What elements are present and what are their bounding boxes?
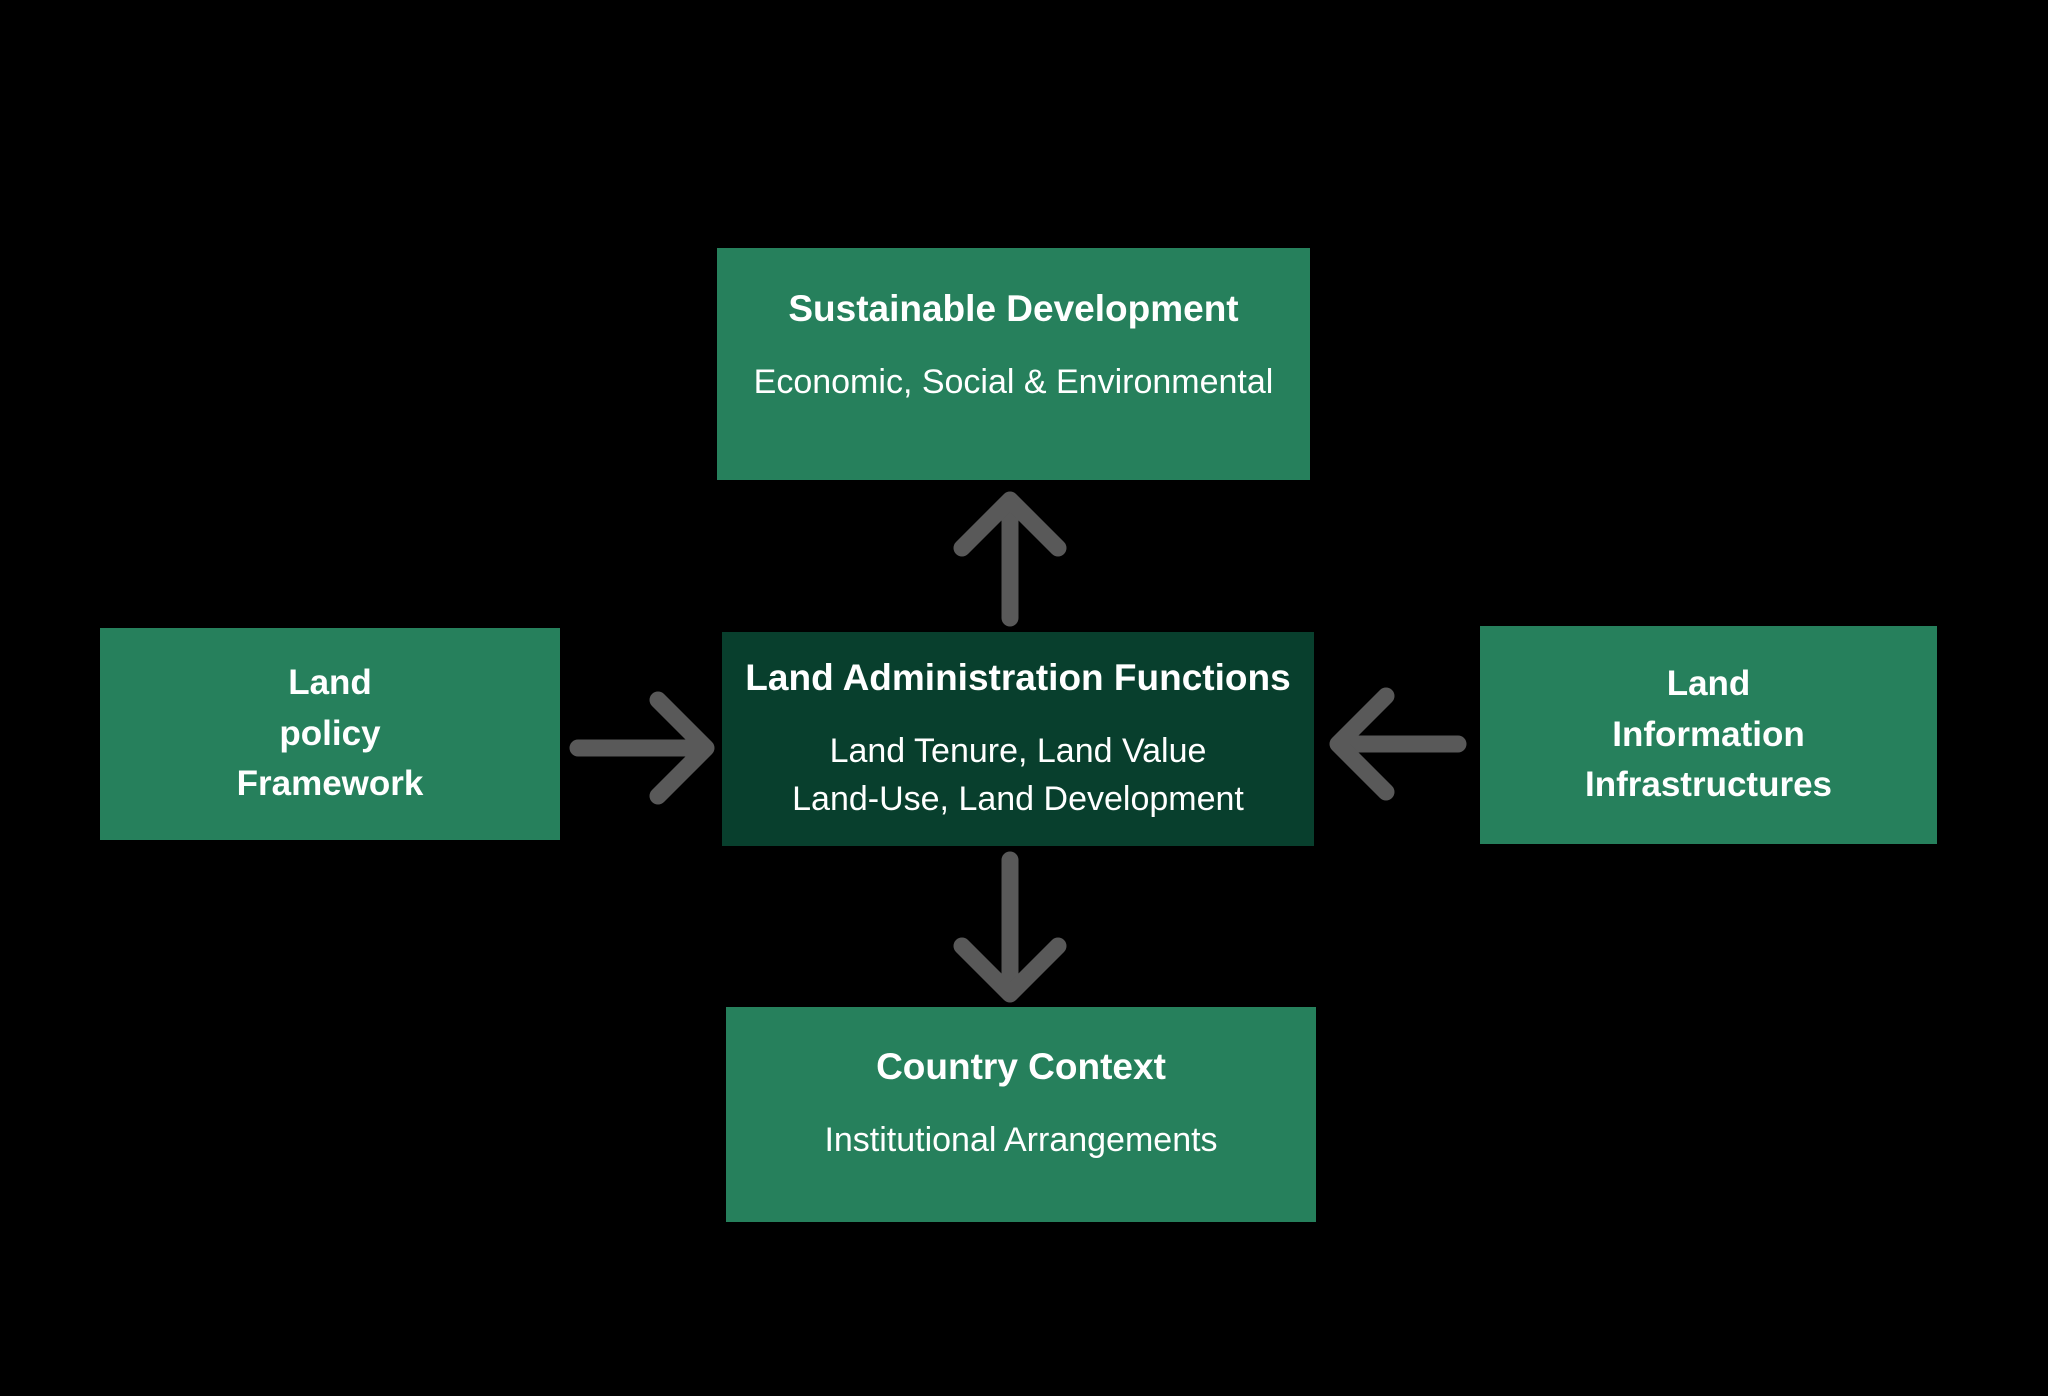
box-land-administration-functions: Land Administration Functions Land Tenur… (722, 632, 1314, 846)
country-context-title: Country Context (876, 1046, 1166, 1088)
land-administration-functions-title: Land Administration Functions (745, 656, 1291, 698)
box-land-policy-framework: Land policy Framework (100, 628, 560, 840)
land-policy-framework-label: Land policy Framework (236, 662, 424, 804)
box-sustainable-development: Sustainable Development Economic, Social… (717, 248, 1310, 480)
left-arrow-icon (1329, 687, 1467, 801)
down-arrow-icon (953, 851, 1067, 1003)
box-land-information-infrastructures: Land Information Infrastructures (1480, 626, 1937, 844)
right-arrow-icon (569, 691, 715, 805)
up-arrow-icon (953, 491, 1067, 627)
sustainable-development-subtitle: Economic, Social & Environmental (753, 362, 1274, 401)
sustainable-development-title: Sustainable Development (788, 287, 1239, 329)
box-country-context: Country Context Institutional Arrangemen… (726, 1007, 1316, 1222)
country-context-subtitle: Institutional Arrangements (824, 1121, 1218, 1160)
land-information-infrastructures-label: Land Information Infrastructures (1584, 663, 1833, 805)
land-administration-functions-subtitle: Land Tenure, Land Value Land-Use, Land D… (792, 731, 1244, 819)
